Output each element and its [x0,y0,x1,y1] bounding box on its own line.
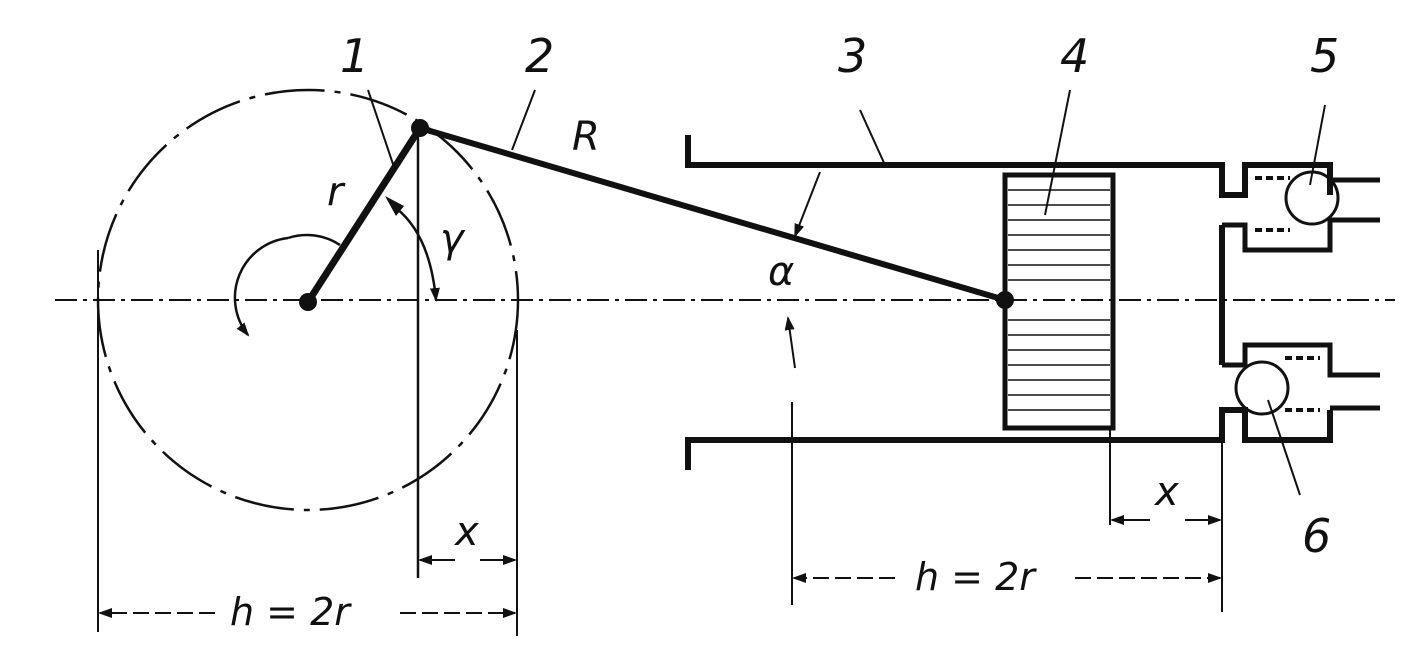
connecting-rod [419,125,1006,303]
cylinder-wall-bottom [685,407,1333,470]
part5-leader [1309,104,1326,186]
part3-label: 3 [838,29,867,83]
part1-label: 1 [340,29,369,83]
rod-length-label: R [572,114,600,160]
intake-valve [1284,170,1340,226]
intake-port [1222,217,1380,253]
crank-displacement-label: x [453,509,479,555]
piston [1002,172,1116,431]
cylinder-wall-top [685,135,1333,198]
part4-leader [1044,89,1071,216]
part3-leader [859,109,886,166]
part5-label: 5 [1310,29,1339,83]
crank-stroke-label: h = 2r [230,590,352,634]
part2-leader [511,89,536,151]
piston-displacement-label: x [1153,469,1179,515]
part6-leader [1267,399,1301,496]
crank-arm [305,126,423,304]
part1-leader [367,89,396,171]
part4-label: 4 [1060,29,1089,83]
piston-hatching [1008,189,1110,411]
piston-stroke-label: h = 2r [915,555,1037,599]
crank-radius-label: r [327,169,346,215]
crank-center-pin [299,293,317,311]
exhaust-port [1222,342,1380,378]
gamma-angle-arc [395,207,440,302]
part6-label: 6 [1302,509,1331,563]
rotation-arrow-top [287,233,341,247]
rotation-arrow [233,236,289,337]
gamma-arrowhead-top [385,196,404,216]
rod-angle-label: α [768,249,794,295]
alpha-arrow-bottom [784,316,796,369]
alpha-arrow-top [794,171,821,238]
part2-label: 2 [525,29,554,83]
crank-angle-label: γ [440,216,466,262]
exhaust-valve [1234,360,1290,416]
